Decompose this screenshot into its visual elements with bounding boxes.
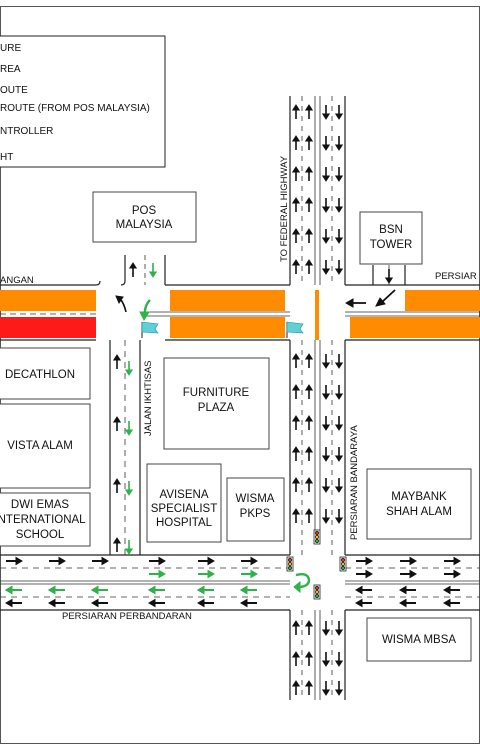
closure-bars: [0, 290, 480, 340]
dwi-emas-label-1: DWI EMAS: [11, 499, 69, 511]
legend-item-controller: NTROLLER: [0, 126, 53, 137]
dwi-emas-label-2: INTERNATIONAL: [0, 514, 86, 526]
furniture-plaza-label-1: FURNITURE: [183, 387, 250, 399]
arrow-icon: [291, 353, 344, 524]
bsn-tower-label-2: TOWER: [370, 239, 413, 251]
road-label-federal-highway: TO FEDERAL HIGHWAY: [279, 155, 290, 262]
traffic-arrows: [5, 104, 461, 696]
traffic-light-icon: [286, 529, 347, 600]
road-label-top-right: PERSIAR: [435, 271, 477, 282]
marshal-flag-icon: [141, 321, 304, 338]
dwi-emas-label-3: SCHOOL: [16, 529, 65, 541]
furniture-plaza-building: [163, 357, 270, 450]
avisena-building: [146, 463, 222, 543]
legend: URE REA OUTE ROUTE (FROM POS MALAYSIA) N…: [0, 35, 166, 168]
vista-alam-building: [0, 403, 91, 489]
turn-left-arrowhead: [115, 295, 124, 305]
road-labels: TO FEDERAL HIGHWAY JALAN IKHTISAS PERSIA…: [0, 155, 477, 622]
avisena-label-1: AVISENA: [160, 489, 209, 501]
bsn-turn-arrow-icon: [380, 289, 396, 304]
furniture-plaza-label-2: PLAZA: [198, 402, 235, 414]
road-label-persiaran-bandaraya: PERSIARAN BANDARAYA: [349, 425, 360, 540]
diversion-arrow-icon: [5, 262, 311, 595]
legend-item-alt-route: ROUTE (FROM POS MALAYSIA): [0, 103, 150, 114]
westbound-arrow-row-2: [5, 598, 461, 608]
bsn-turn-arrowhead: [375, 297, 386, 307]
road-edges: [0, 96, 480, 700]
legend-box: [0, 35, 166, 168]
avisena-label-3: HOSPITAL: [156, 517, 213, 529]
westbound-arrowhead: [344, 298, 354, 308]
legend-item-closure: URE: [0, 43, 21, 54]
pos-malaysia-label-1: POS: [132, 205, 157, 217]
wisma-pkps-label-1: WISMA: [236, 493, 275, 505]
wisma-mbsa-label: WISMA MBSA: [382, 634, 456, 646]
legend-item-route: OUTE: [0, 85, 28, 96]
legend-item-light: HT: [0, 152, 13, 163]
decathlon-label: DECATHLON: [5, 369, 75, 381]
arrow-icon: [291, 104, 344, 275]
road-label-top-left: ANGAN: [0, 275, 34, 286]
wisma-pkps-building: [226, 477, 285, 542]
road-label-jalan-ikhtisas: JALAN IKHTISAS: [143, 361, 154, 437]
bsn-tower-building: [359, 211, 423, 265]
arrow-icon: [113, 354, 121, 553]
legend-item-affected-area: REA: [0, 64, 21, 75]
pos-malaysia-building: [92, 191, 197, 243]
maybank-label-1: MAYBANK: [391, 491, 447, 503]
eastbound-arrow-row: [5, 556, 461, 566]
westbound-arrow-row: [5, 585, 461, 595]
decathlon-building: [0, 347, 91, 400]
pos-malaysia-label-2: MALAYSIA: [116, 219, 173, 231]
buildings: [0, 191, 472, 662]
eastbound-arrow-row-2: [355, 569, 461, 579]
road-label-persiaran-perbandaran: PERSIARAN PERBANDARAN: [62, 611, 192, 622]
bsn-tower-label-1: BSN: [379, 224, 403, 236]
maybank-label-2: SHAH ALAM: [386, 506, 452, 518]
wisma-pkps-label-2: PKPS: [240, 508, 271, 520]
vista-alam-label: VISTA ALAM: [7, 440, 73, 452]
avisena-label-2: SPECIALIST: [151, 503, 217, 515]
arrow-icon: [291, 620, 344, 696]
building-labels: POS MALAYSIA BSN TOWER DECATHLON VISTA A…: [0, 205, 456, 646]
wisma-mbsa-building: [366, 617, 472, 662]
maybank-building: [366, 468, 472, 540]
dwi-emas-building: [0, 492, 91, 547]
